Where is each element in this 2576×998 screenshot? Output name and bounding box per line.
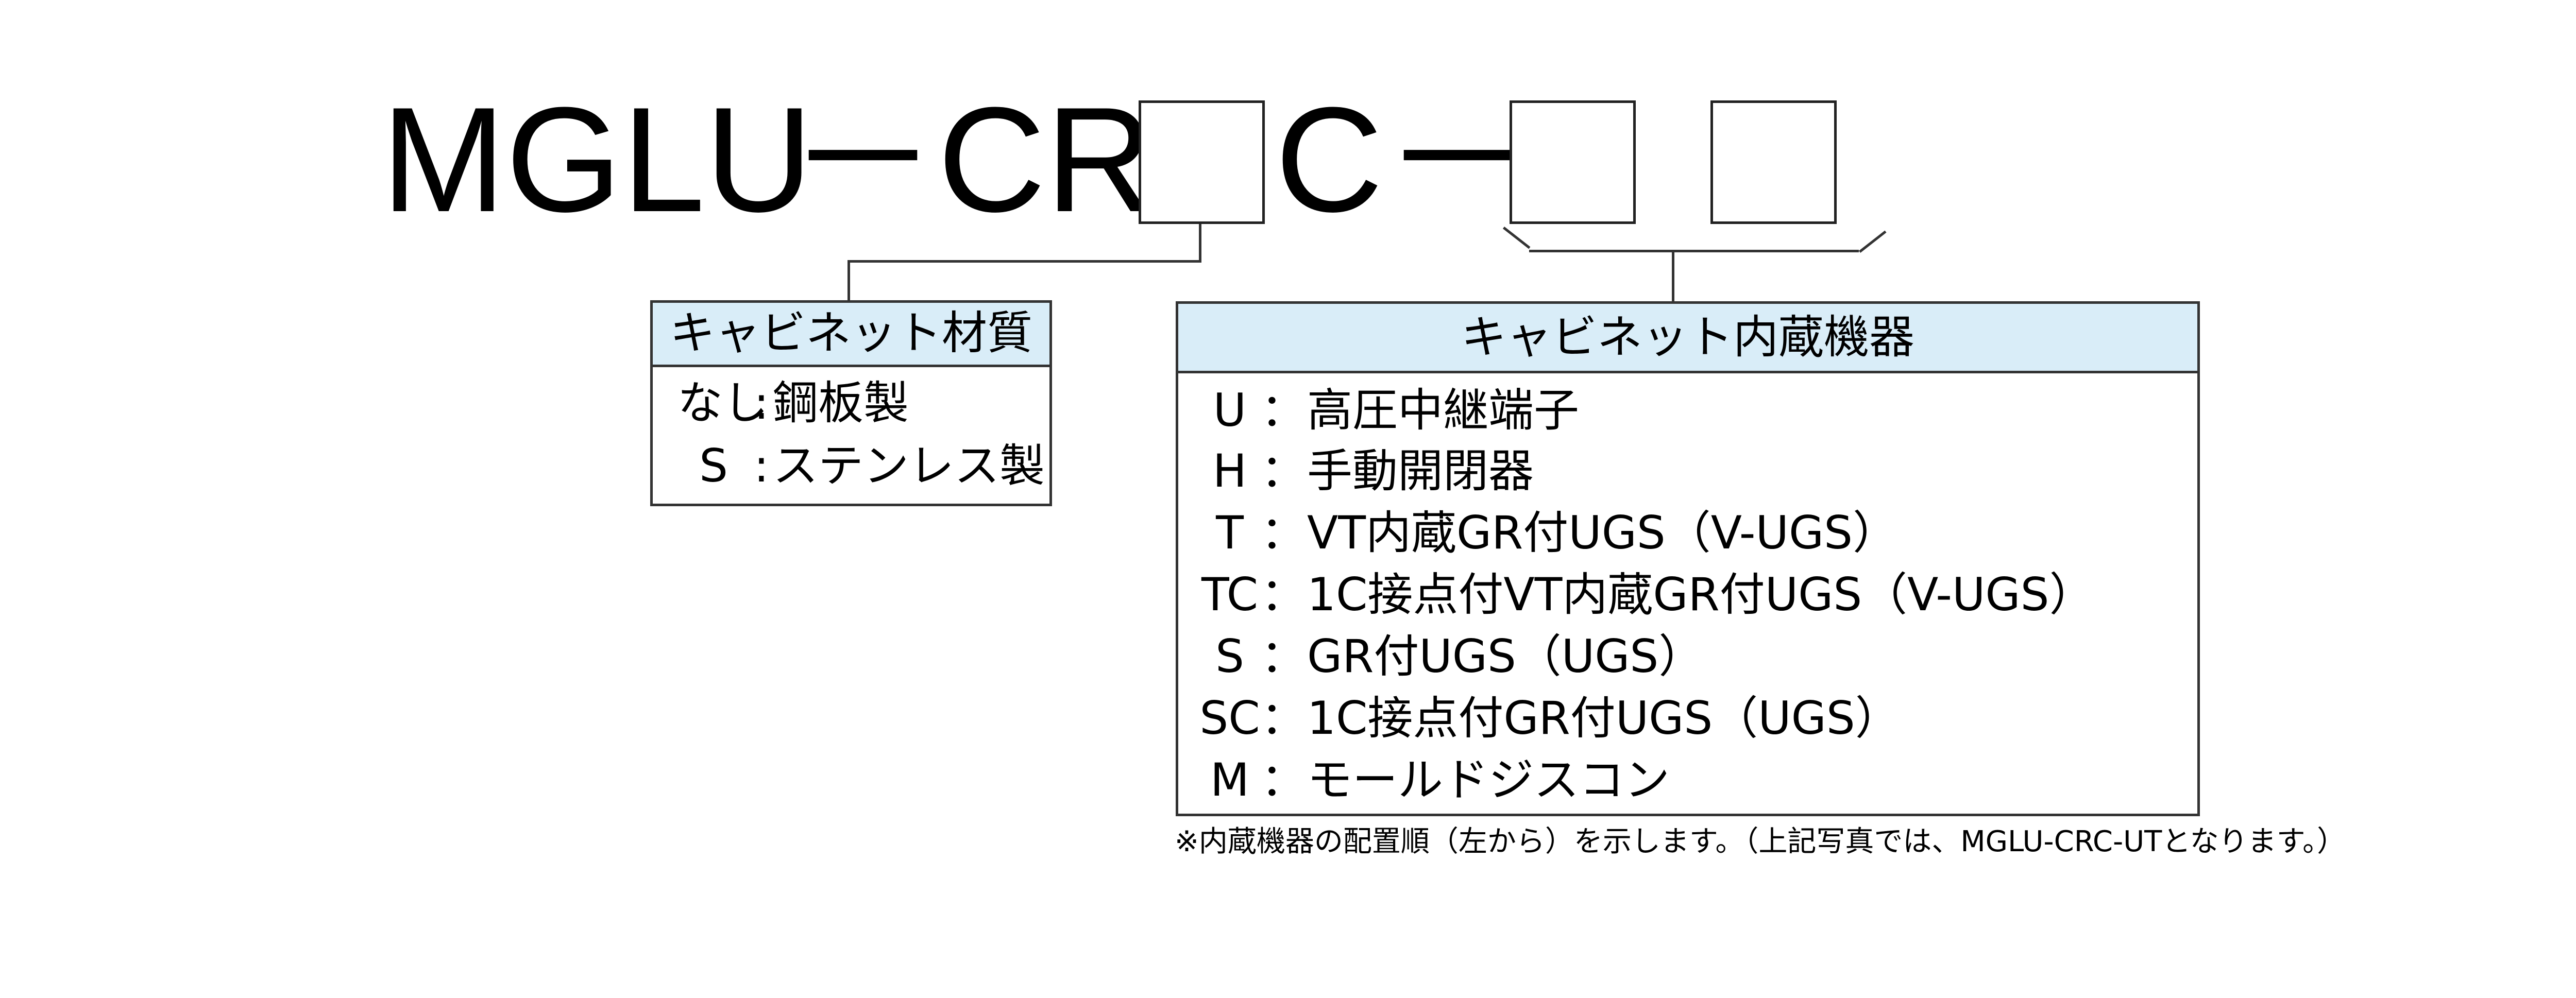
equipment-option-desc: GR付UGS（UGS）: [1307, 630, 1704, 683]
equipment-option-code: TC: [1201, 568, 1259, 621]
material-option-desc: ステンレス製: [773, 439, 1045, 492]
equipment-option-desc: 1C接点付GR付UGS（UGS）: [1307, 692, 1901, 745]
cabinet-material-box: キャビネット材質 なし : 鋼板製 S : ステンレス製: [650, 300, 1052, 506]
slot-equipment-1: [1510, 100, 1636, 224]
equipment-option-desc: 手動開閉器: [1307, 444, 1534, 497]
equipment-option-sep: ：: [1261, 753, 1307, 806]
equipment-option-desc: 1C接点付VT内蔵GR付UGS（V-UGS）: [1307, 568, 2095, 621]
material-option-code: なし: [677, 376, 769, 429]
equipment-option-sep: ：: [1261, 384, 1307, 437]
equipment-option-code: T: [1216, 506, 1244, 559]
material-option-desc: 鋼板製: [773, 376, 909, 429]
model-dash-2: －: [1383, 76, 1533, 243]
equipment-option-code: M: [1210, 753, 1249, 806]
material-option-sep: :: [754, 439, 769, 492]
connector-material-horizontal: [848, 260, 1201, 263]
model-cr: CR: [938, 76, 1154, 243]
material-option-sep: :: [754, 376, 769, 429]
slot-cabinet-material: [1139, 100, 1265, 224]
equipment-option-sep: ：: [1261, 692, 1307, 745]
equipment-option-sep: ：: [1261, 444, 1307, 497]
equipment-option-code: U: [1213, 384, 1247, 437]
equipment-option-desc: VT内蔵GR付UGS（V-UGS）: [1307, 506, 1899, 559]
built-in-equipment-title: キャビネット内蔵機器: [1178, 304, 2197, 373]
equipment-option-code: SC: [1199, 692, 1260, 745]
equipment-option-code: H: [1212, 444, 1247, 497]
cabinet-material-title: キャビネット材質: [653, 303, 1049, 367]
equipment-option-sep: ：: [1261, 630, 1307, 683]
equipment-option-desc: 高圧中継端子: [1307, 384, 1580, 437]
equipment-option-sep: ：: [1261, 506, 1307, 559]
bracket-horizontal: [1529, 250, 1859, 252]
equipment-option-desc: モールドジスコン: [1307, 753, 1670, 806]
model-c: C: [1275, 76, 1383, 243]
material-option-code: S: [699, 439, 728, 492]
footnote: ※内蔵機器の配置順（左から）を示します。（上記写真では、MGLU-CRC-UTと…: [1175, 825, 2346, 858]
connector-equipment-vertical: [1672, 250, 1674, 301]
built-in-equipment-box: キャビネット内蔵機器 U ： 高圧中継端子 H ： 手動開閉器 T ： VT内蔵…: [1176, 301, 2200, 816]
bracket-right-slant: [1859, 230, 1887, 253]
connector-material-vertical-1: [1199, 224, 1201, 263]
connector-material-vertical-2: [848, 260, 850, 301]
equipment-option-code: S: [1215, 630, 1244, 683]
model-prefix: MGLU: [381, 76, 813, 243]
model-dash-1: －: [788, 76, 938, 243]
slot-equipment-2: [1710, 100, 1837, 224]
equipment-option-sep: ：: [1261, 568, 1307, 621]
